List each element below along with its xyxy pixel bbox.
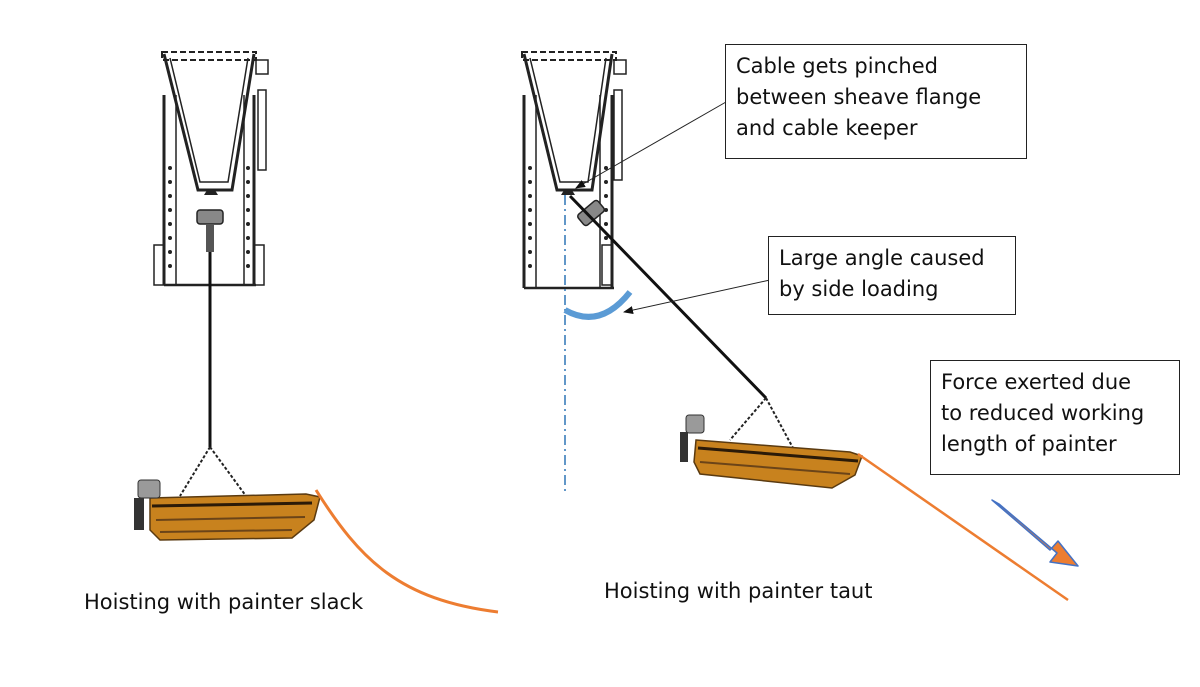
leader-pinch bbox=[575, 101, 727, 189]
callout-line: by side loading bbox=[779, 277, 939, 301]
callout-line: Large angle caused bbox=[779, 246, 985, 270]
callout-cable-pinched: Cable gets pinched between sheave flange… bbox=[725, 44, 1027, 159]
callout-line: Force exerted due bbox=[941, 370, 1132, 394]
callout-line: length of painter bbox=[941, 432, 1117, 456]
rescue-boat-left bbox=[134, 479, 321, 541]
davit-cradle-left bbox=[153, 51, 269, 287]
callout-large-angle: Large angle caused by side loading bbox=[768, 236, 1016, 315]
davit-cradle-right bbox=[521, 51, 627, 290]
painter-line-slack bbox=[314, 489, 499, 614]
leader-angle bbox=[623, 279, 771, 314]
caption-painter-slack: Hoisting with painter slack bbox=[84, 590, 364, 614]
caption-painter-taut: Hoisting with painter taut bbox=[604, 579, 873, 603]
callout-line: and cable keeper bbox=[736, 116, 918, 140]
sling-left bbox=[179, 446, 247, 497]
callout-line: Cable gets pinched bbox=[736, 54, 938, 78]
angle-arc bbox=[563, 290, 633, 320]
rescue-boat-right bbox=[680, 414, 863, 489]
callout-force-exerted: Force exerted due to reduced working len… bbox=[930, 360, 1180, 475]
hook-block-left bbox=[196, 209, 224, 252]
callout-line: between sheave flange bbox=[736, 85, 982, 109]
painter-line-taut bbox=[857, 452, 1069, 602]
callout-line: to reduced working bbox=[941, 401, 1145, 425]
hook-block-right bbox=[577, 199, 605, 227]
hoist-cable-right bbox=[568, 194, 768, 400]
force-arrow bbox=[991, 499, 1079, 567]
sling-right bbox=[729, 397, 794, 449]
